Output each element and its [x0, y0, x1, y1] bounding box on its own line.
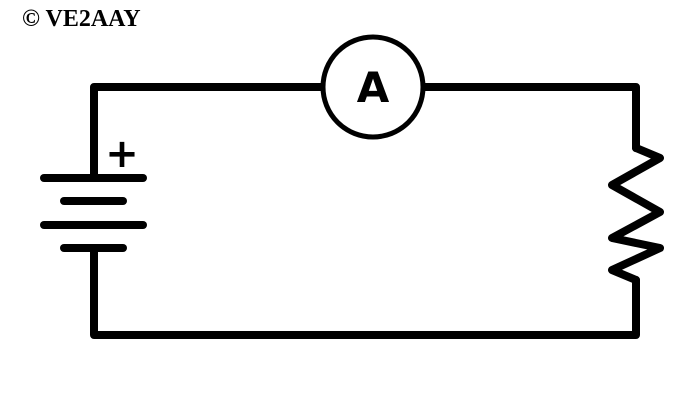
ammeter-ring — [320, 34, 426, 140]
wire-bottom — [90, 244, 640, 339]
ammeter-label: A — [357, 63, 390, 112]
copyright-notice: © VE2AAY — [22, 6, 141, 32]
wire-top-left — [90, 83, 326, 182]
battery-plus-mark: + — [105, 131, 139, 177]
resistor-zigzag — [608, 144, 664, 284]
wire-top-right — [420, 83, 640, 152]
ammeter: A — [320, 34, 426, 140]
